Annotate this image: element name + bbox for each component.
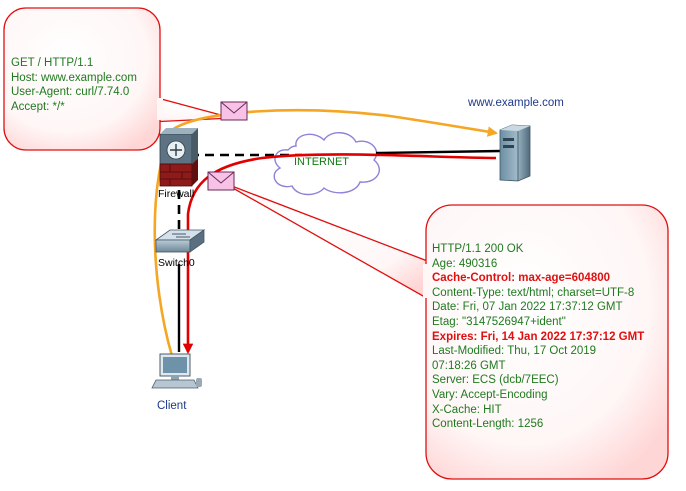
firewall-icon — [159, 128, 198, 187]
request-line: Accept: */* — [11, 100, 65, 113]
internet-cloud — [273, 132, 380, 196]
request-line: Host: www.example.com — [11, 71, 137, 84]
request-callout-box — [3, 7, 161, 151]
response-path — [182, 153, 497, 355]
response-line: Content-Length: 1256 — [432, 418, 544, 431]
request-line: User-Agent: curl/7.74.0 — [11, 86, 130, 99]
request-line: GET / HTTP/1.1 — [11, 57, 94, 69]
response-line: Server: ECS (dcb/7EEC) — [432, 374, 559, 387]
response-line: HTTP/1.1 200 OK — [432, 243, 524, 255]
client-label: Client — [157, 400, 187, 412]
request-envelope-icon — [220, 101, 248, 121]
switch-label: Switch0 — [158, 257, 195, 269]
response-line: Content-Type: text/html; charset=UTF-8 — [432, 286, 635, 299]
server-icon — [499, 124, 531, 182]
response-callout-box — [425, 204, 669, 480]
internet-label: INTERNET — [294, 156, 349, 168]
client-pc-icon — [151, 353, 202, 389]
cable-cloud-server — [375, 149, 501, 155]
response-line: Age: 490316 — [432, 257, 498, 270]
switch-icon — [154, 229, 206, 253]
response-envelope-icon — [207, 171, 235, 191]
response-line-highlight: Expires: Fri, 14 Jan 2022 17:37:12 GMT — [432, 330, 645, 343]
response-callout-pointer — [223, 182, 431, 302]
response-line: Vary: Accept-Encoding — [432, 388, 548, 401]
response-line: Etag: "3147526947+ident" — [432, 315, 566, 328]
response-callout — [223, 182, 669, 480]
response-line-highlight: Cache-Control: max-age=604800 — [432, 272, 611, 285]
response-line: Date: Fri, 07 Jan 2022 17:37:12 GMT — [432, 301, 623, 314]
server-label: www.example.com — [468, 97, 564, 109]
response-line: Last-Modified: Thu, 17 Oct 2019 — [432, 345, 597, 358]
response-line: 07:18:26 GMT — [432, 359, 506, 372]
firewall-label: Firewall — [158, 188, 195, 200]
response-line: X-Cache: HIT — [432, 403, 502, 416]
